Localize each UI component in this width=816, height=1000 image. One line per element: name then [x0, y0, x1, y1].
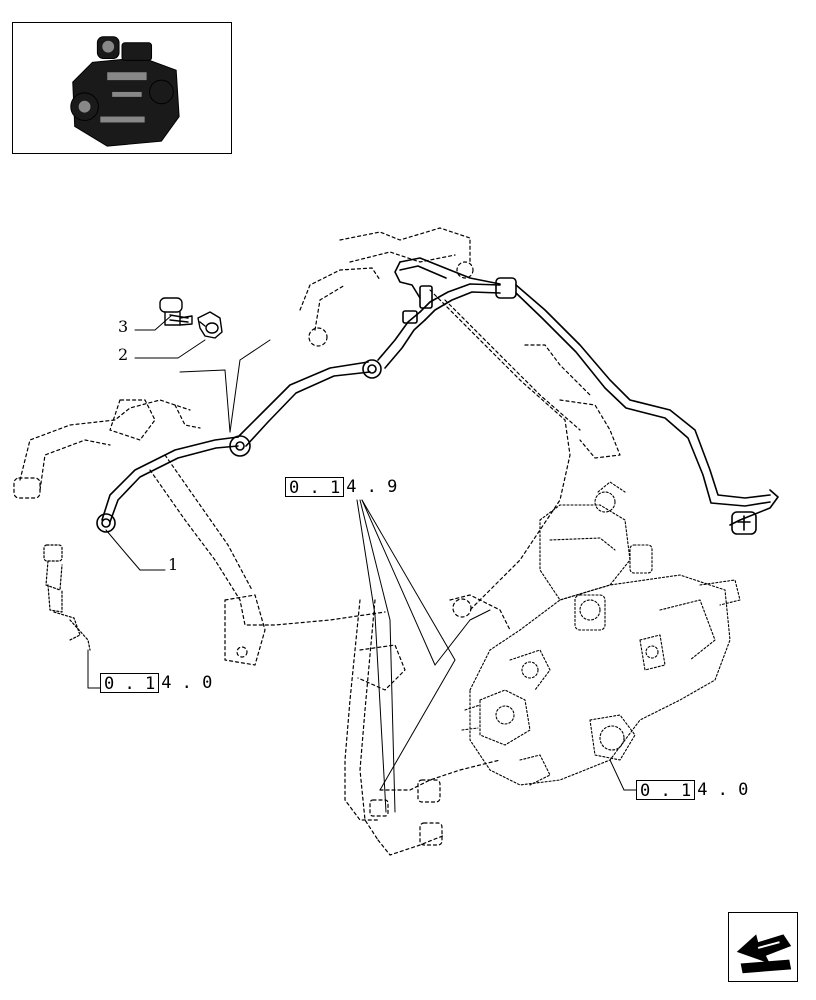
engine-thumbnail-icon	[70, 36, 180, 147]
leader-lines	[87, 314, 637, 813]
previous-page-button[interactable]	[728, 912, 798, 982]
callout-3: 3	[118, 317, 129, 336]
injector	[43, 544, 91, 651]
callout-1: 1	[168, 555, 179, 574]
reference-0-14-0-right[interactable]: 0 . 1 4 . 0	[636, 779, 748, 801]
reference-suffix: 4 . 0	[161, 673, 213, 693]
reference-0-14-0-left[interactable]: 0 . 1 4 . 0	[100, 672, 212, 694]
reference-boxed-part: 0 . 1	[100, 673, 160, 694]
banjo-bolt-and-washer	[159, 297, 223, 339]
reference-boxed-part: 0 . 1	[636, 780, 696, 801]
reference-0-14-9[interactable]: 0 . 1 4 . 9	[285, 476, 397, 498]
callout-2: 2	[118, 345, 129, 364]
leak-off-pipe	[96, 257, 779, 535]
background-pipes	[13, 227, 621, 856]
reference-suffix: 4 . 9	[346, 477, 398, 497]
reference-suffix: 4 . 0	[697, 780, 749, 800]
injection-pump	[461, 481, 741, 786]
previous-page-arrow-icon	[736, 934, 792, 974]
reference-boxed-part: 0 . 1	[285, 477, 345, 498]
engine-thumbnail	[12, 22, 232, 154]
